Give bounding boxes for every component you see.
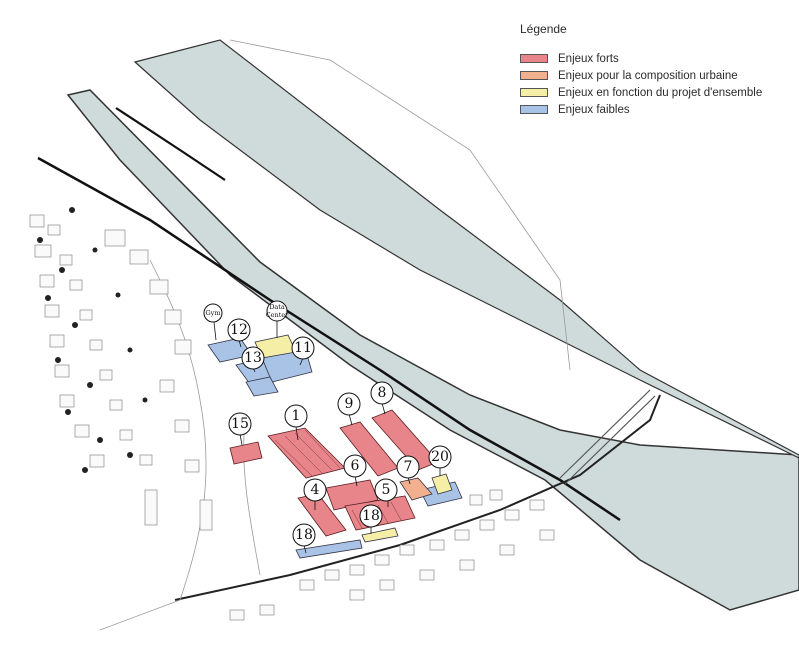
legend: Légende Enjeux forts Enjeux pour la comp… [520,22,790,118]
marker-20[interactable]: 20 [428,445,452,469]
marker-5-label: 5 [382,482,391,498]
legend-label-project: Enjeux en fonction du projet d'ensemble [558,86,763,99]
marker-4[interactable]: 4 [303,478,327,502]
marker-8-label: 8 [378,385,387,401]
marker-13-label: 13 [244,350,262,366]
marker-6[interactable]: 6 [343,454,367,478]
river [66,89,799,611]
legend-item-strong: Enjeux forts [520,50,790,67]
river-upper [133,39,799,459]
marker-18-center-label: 18 [362,508,380,524]
bridge [559,389,656,485]
building-hatching [274,429,402,529]
marker-1[interactable]: 1 [284,404,308,428]
marker-12-label: 12 [230,322,248,338]
marker-12[interactable]: 12 [227,318,251,342]
legend-swatch-project [520,88,548,97]
legend-swatch-strong [520,54,548,63]
legend-item-weak: Enjeux faibles [520,101,790,118]
marker-20-label: 20 [431,449,449,465]
marker-7-label: 7 [404,459,413,475]
marker-15[interactable]: 15 [228,412,252,436]
trees [37,207,148,473]
marker-15-label: 15 [231,416,249,432]
marker-11-label: 11 [294,340,312,356]
marker-data-center-line2: Center [266,311,289,319]
marker-18-center[interactable]: 18 [359,504,383,528]
buildings-project [254,334,453,543]
legend-title: Légende [520,22,567,36]
marker-9[interactable]: 9 [337,392,361,416]
roads-light [99,39,571,631]
buildings-composition [399,477,433,501]
marker-gym-label: Gym [205,309,220,317]
marker-7[interactable]: 7 [396,455,420,479]
rail-line-north [37,156,621,522]
marker-18-south[interactable]: 18 [292,523,316,547]
marker-1-label: 1 [292,408,301,424]
marker-13[interactable]: 13 [241,346,265,370]
legend-label-strong: Enjeux forts [558,52,619,65]
town-south [229,489,555,621]
rail-line-south [174,394,661,601]
legend-item-composition: Enjeux pour la composition urbaine [520,67,790,84]
marker-6-label: 6 [351,458,360,474]
marker-11[interactable]: 11 [291,336,315,360]
town-west [29,214,213,531]
curved-road [115,107,226,181]
marker-4-label: 4 [311,482,320,498]
marker-9-label: 9 [345,396,354,412]
marker-data-center-line1: Data [269,303,285,311]
legend-label-composition: Enjeux pour la composition urbaine [558,69,738,82]
legend-swatch-composition [520,71,548,80]
legend-swatch-weak [520,105,548,114]
marker-8[interactable]: 8 [370,381,394,405]
marker-18-south-label: 18 [295,527,313,543]
legend-item-project: Enjeux en fonction du projet d'ensemble [520,84,790,101]
marker-5[interactable]: 5 [374,478,398,502]
legend-label-weak: Enjeux faibles [558,103,630,116]
marker-gym[interactable]: Gym [203,303,223,323]
